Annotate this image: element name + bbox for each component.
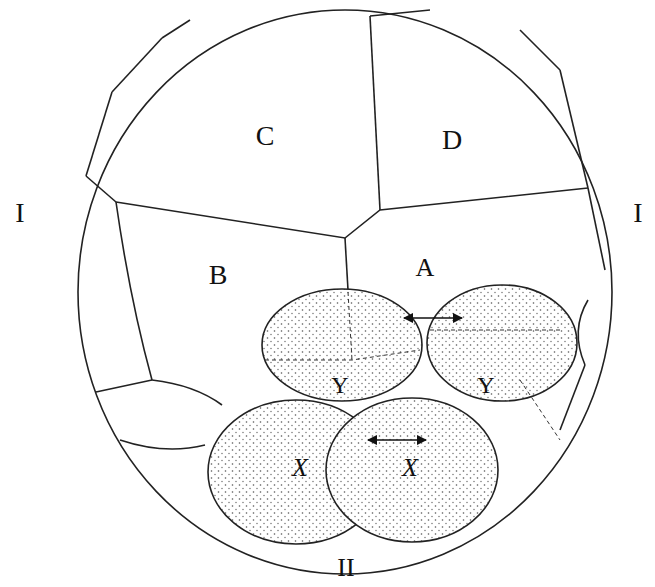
axis-label: II — [337, 555, 354, 581]
cell-label: C — [256, 122, 275, 150]
cell-label: B — [209, 261, 228, 289]
cell-label: X — [402, 455, 418, 481]
axis-label: I — [633, 199, 642, 227]
cell-label: Y — [477, 373, 494, 397]
cell-label: X — [292, 455, 308, 481]
axis-label: I — [15, 199, 24, 227]
cell-label: D — [442, 126, 462, 154]
cell-label: A — [416, 255, 435, 281]
cell-label: Y — [331, 373, 348, 397]
